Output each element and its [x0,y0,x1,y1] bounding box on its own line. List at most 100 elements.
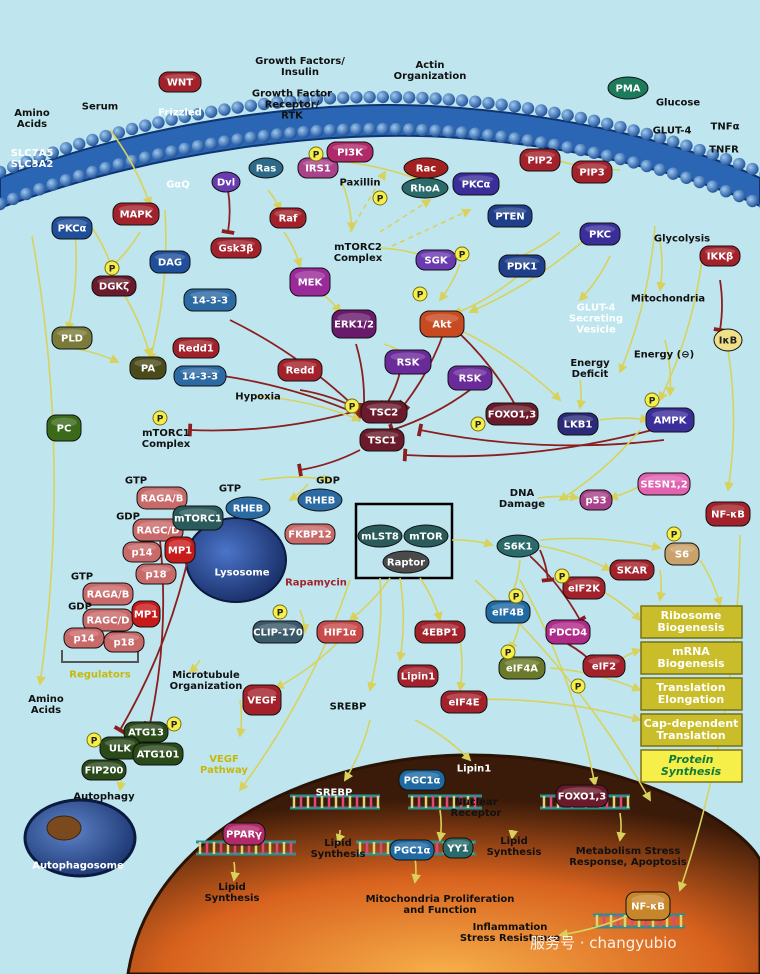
membrane-bead [442,125,455,138]
node-label: VEGF [247,696,277,707]
node-label: SLC7A5 [11,148,54,159]
node-ragcd2: RAGC/D [82,608,134,632]
node-label: SREBP [330,702,367,713]
phospho-marker: P [508,588,524,604]
membrane-bead [59,142,73,155]
node-lkb1: LKB1 [557,412,599,436]
membrane-bead [112,158,126,171]
node-label: FKBP12 [288,530,331,541]
node-wnt: WNT [158,71,202,93]
membrane-bead [191,108,205,121]
activation-arrow [69,347,120,364]
node-p53: p53 [579,489,613,511]
membrane-bead [733,189,746,203]
node-label: Energy (⊖) [634,350,694,361]
activation-arrow [578,255,611,302]
node-label: PGC1α [394,846,431,857]
membrane-bead [627,124,640,137]
membrane-bead [139,119,152,132]
node-label: HIF1α [324,628,357,639]
phospho-marker: P [412,286,428,302]
node-label: Synthesis [487,847,542,858]
node-rheb2: RHEB [297,488,343,512]
membrane-bead [310,124,323,138]
node-mapk: MAPK [112,202,160,226]
node-vegf: VEGF [242,684,282,716]
node-label: GTP [71,572,93,583]
node-eif4a: eIF4A [498,656,546,680]
membrane-bead [455,94,469,107]
node-sesn: SESN1,2 [637,472,691,496]
node-label: NF-κB [631,902,665,913]
node-label: Rac [416,164,436,175]
node-label: Amino [14,108,50,119]
membrane-bead [416,91,429,105]
node-label: Mitochondria [631,294,705,305]
membrane-bead [152,148,165,161]
membrane-bead [218,103,231,116]
phospho-marker: P [644,392,660,408]
node-lipin1-nuc: Lipin1 [457,764,492,775]
node-pten: PTEN [487,204,533,228]
node-label: Hypoxia [235,392,281,403]
inhibition-line [416,423,665,447]
membrane-bead [218,135,231,148]
membrane-bead [297,125,310,139]
node-label: Redd1 [178,344,214,355]
node-glycolysis: Glycolysis [654,234,710,245]
activation-arrow [618,225,656,374]
activation-arrow [459,329,562,402]
node-label: and Function [403,905,476,916]
node-pgc1a2: PGC1α [389,839,435,861]
activation-arrow [31,235,55,686]
membrane-bead [59,174,73,187]
node-label: Response, Apoptosis [569,857,687,868]
node-tsc1: TSC1 [359,428,405,452]
activation-arrow [348,577,391,622]
node-label: Synthesis [311,849,366,860]
node-mito: Mitochondria [631,294,705,305]
node-rapamycin: Rapamycin [285,578,347,589]
inhibition-line [355,343,371,408]
node-label: SKAR [617,566,648,577]
node-label: PKCα [58,224,87,235]
activation-arrow [367,577,382,692]
membrane-bead [429,124,442,137]
membrane-bead [455,126,469,139]
node-label: RAGC/D [137,526,180,537]
node-label: IRS1 [305,164,331,175]
membrane-bead [653,163,667,176]
membrane-bead [442,93,455,106]
membrane-bead [574,111,587,125]
activation-arrow [656,239,666,292]
node-label: FOXO1,3 [558,792,607,803]
node-label: Autophagosome [32,861,124,872]
node-label: SGK [424,256,448,267]
inhibition-line [529,555,587,625]
node-pld: PLD [51,326,93,350]
membrane-bead [323,124,337,137]
membrane-bead [257,97,271,111]
node-pgc1a-nuc: PGC1α [398,769,446,791]
phospho-label: P [277,609,284,619]
node-skar: SKAR [609,559,655,581]
node-gtp3: GTP [71,572,93,583]
node-srebp-top: SREBP [330,702,367,713]
membrane-bead [535,104,548,117]
node-label: PIP3 [579,168,604,179]
node-yy1: YY1 [442,837,474,859]
node-label: Raptor [387,558,425,569]
node-label: PDK1 [507,262,537,273]
membrane-bead [205,105,218,118]
membrane-bead [482,96,495,110]
activation-arrow [343,719,371,782]
phospho-label: P [157,415,164,425]
node-autophagosome: Autophagosome [32,861,124,872]
autophagosome-mitochondrion [46,815,82,841]
node-label: Regulators [69,670,131,681]
membrane-bead [284,94,297,108]
